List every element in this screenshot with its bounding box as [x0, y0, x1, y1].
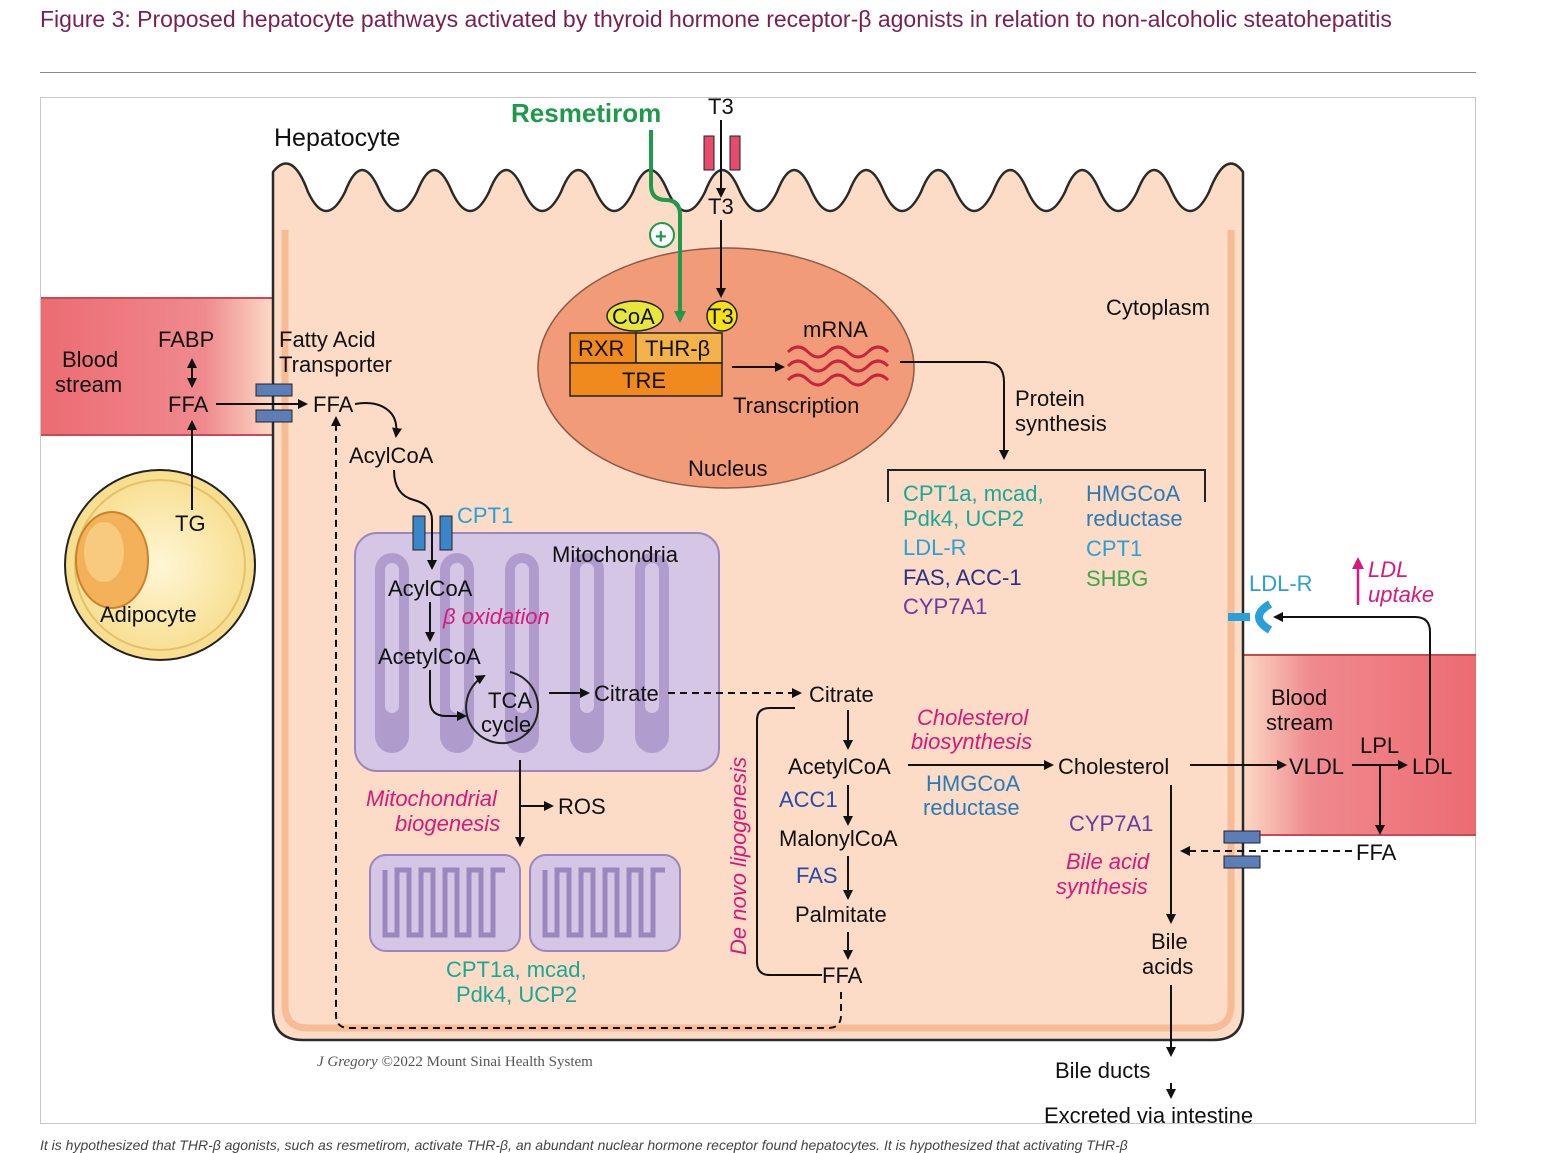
figure-frame — [40, 97, 1476, 1124]
acylcoa-cytoplasm-label: AcylCoA — [349, 443, 434, 468]
cholesterol-label: Cholesterol — [1058, 754, 1169, 779]
acetylcoa-cytoplasm-label: AcetylCoA — [788, 754, 891, 779]
resmetirom-label: Resmetirom — [511, 98, 661, 128]
bile-acids-label-2: acids — [1142, 954, 1193, 979]
fatty-acid-transporter-label-2: Transporter — [279, 352, 392, 377]
tca-cycle-arrow — [465, 671, 540, 745]
ffa-right-label: FFA — [1356, 840, 1397, 865]
thr-beta-box — [635, 332, 723, 364]
gene-reductase: reductase — [1086, 506, 1183, 531]
bile-ducts-label: Bile ducts — [1055, 1058, 1150, 1083]
gene-cpt1a-mcad: CPT1a, mcad, — [903, 481, 1044, 506]
gene-shbg: SHBG — [1086, 566, 1148, 591]
t3-bound-label: T3 — [708, 304, 734, 329]
rxr-label: RXR — [578, 336, 624, 361]
excreted-label: Excreted via intestine — [1044, 1103, 1253, 1128]
coa-label: CoA — [612, 304, 655, 329]
plus-label: + — [655, 226, 667, 248]
mrna-wave — [786, 345, 890, 359]
hmgcoa-label-1: HMGCoA — [926, 771, 1020, 796]
nucleus-label: Nucleus — [688, 456, 767, 481]
bile-acid-synthesis-label-1: Bile acid — [1066, 849, 1150, 874]
fatty-acid-transporter-label-1: Fatty Acid — [279, 327, 376, 352]
bile-acid-synthesis-label-2: synthesis — [1056, 874, 1148, 899]
blood-vessel-left — [41, 298, 275, 435]
vldl-label: VLDL — [1289, 754, 1344, 779]
tre-label: TRE — [622, 368, 666, 393]
ffa-left-label: FFA — [168, 392, 209, 417]
activation-plus-icon — [649, 222, 675, 248]
mito-biogenesis-label-2: biogenesis — [395, 811, 500, 836]
tca-label-1: TCA — [488, 688, 532, 713]
blood-stream-right-label-1: Blood — [1271, 685, 1327, 710]
blood-stream-left-label-1: Blood — [62, 347, 118, 372]
transcription-label: Transcription — [733, 393, 859, 418]
tre-box — [569, 362, 723, 397]
gene-ldl-r: LDL-R — [903, 535, 967, 560]
gene-bracket — [887, 469, 1206, 502]
hmgcoa-label-2: reductase — [923, 795, 1020, 820]
title-divider — [40, 72, 1476, 73]
t3-inside-label: T3 — [708, 194, 734, 219]
hepatocyte-label: Hepatocyte — [274, 124, 400, 152]
gene-fas-acc1: FAS, ACC-1 — [903, 565, 1022, 590]
palmitate-label: Palmitate — [795, 902, 887, 927]
thr-beta-label: THR-β — [645, 336, 710, 361]
coa-coactivator — [606, 300, 664, 332]
figure-caption: It is hypothesized that THR-β agonists, … — [40, 1137, 1128, 1153]
ffa-transporter-right — [1223, 830, 1261, 869]
t3-outside-label: T3 — [708, 94, 734, 119]
cpt1-membrane-label: CPT1 — [457, 503, 513, 528]
tg-label: TG — [175, 511, 206, 536]
cpt1-transporter — [412, 515, 453, 551]
lpl-label: LPL — [1360, 733, 1399, 758]
ldl-uptake-label-1: LDL — [1368, 557, 1408, 582]
fas-label: FAS — [796, 863, 838, 888]
tca-label-2: cycle — [481, 712, 531, 737]
t3-ligand — [706, 300, 738, 332]
malonylcoa-label: MalonylCoA — [779, 826, 898, 851]
cholesterol-biosynthesis-label-1: Cholesterol — [917, 705, 1029, 730]
ffa-in-label: FFA — [313, 392, 354, 417]
citrate-cytoplasm-label: Citrate — [809, 682, 874, 707]
gene-pdk4-ucp2: Pdk4, UCP2 — [903, 506, 1024, 531]
figure-title: Figure 3: Proposed hepatocyte pathways a… — [40, 6, 1392, 32]
protein-synthesis-label-2: synthesis — [1015, 411, 1107, 436]
gene-cpt1: CPT1 — [1086, 536, 1142, 561]
cytoplasm-label: Cytoplasm — [1106, 295, 1210, 320]
protein-synthesis-label-1: Protein — [1015, 386, 1085, 411]
citrate-mito-label: Citrate — [594, 681, 659, 706]
mrna-label: mRNA — [803, 317, 868, 342]
cholesterol-biosynthesis-label-2: biosynthesis — [911, 729, 1032, 754]
ros-label: ROS — [558, 794, 606, 819]
blood-vessel-right — [1240, 655, 1476, 835]
mitochondria-label: Mitochondria — [552, 542, 679, 567]
mito-biogenesis-label-1: Mitochondrial — [366, 786, 498, 811]
ldl-r-receptor-label: LDL-R — [1249, 571, 1313, 596]
beta-oxidation-label: β oxidation — [442, 604, 550, 629]
gene-cyp7a1: CYP7A1 — [903, 594, 987, 619]
cyp7a1-label: CYP7A1 — [1069, 811, 1153, 836]
ldl-receptor — [1228, 600, 1273, 634]
de-novo-lipogenesis-label: De novo lipogenesis — [726, 757, 751, 955]
mito-genes-label-2: Pdk4, UCP2 — [456, 982, 577, 1007]
acylcoa-mito-label: AcylCoA — [388, 576, 473, 601]
ldl-label: LDL — [1412, 754, 1452, 779]
mito-genes-label-1: CPT1a, mcad, — [446, 957, 587, 982]
t3-transporter — [703, 135, 741, 171]
blood-stream-left-label-2: stream — [55, 372, 122, 397]
fatty-acid-transporter — [255, 383, 293, 423]
credit-line: J Gregory ©2022 Mount Sinai Health Syste… — [317, 1054, 593, 1070]
bile-acids-label-1: Bile — [1151, 929, 1188, 954]
hepatocyte-cell — [271, 162, 1245, 1042]
acetylcoa-mito-label: AcetylCoA — [378, 644, 481, 669]
acc1-label: ACC1 — [779, 787, 838, 812]
fabp-label: FABP — [158, 327, 214, 352]
ldl-uptake-label-2: uptake — [1368, 582, 1434, 607]
blood-stream-right-label-2: stream — [1266, 710, 1333, 735]
gene-hmgcoa: HMGCoA — [1086, 481, 1180, 506]
adipocyte-label: Adipocyte — [100, 602, 197, 627]
ffa-bottom-label: FFA — [822, 963, 863, 988]
